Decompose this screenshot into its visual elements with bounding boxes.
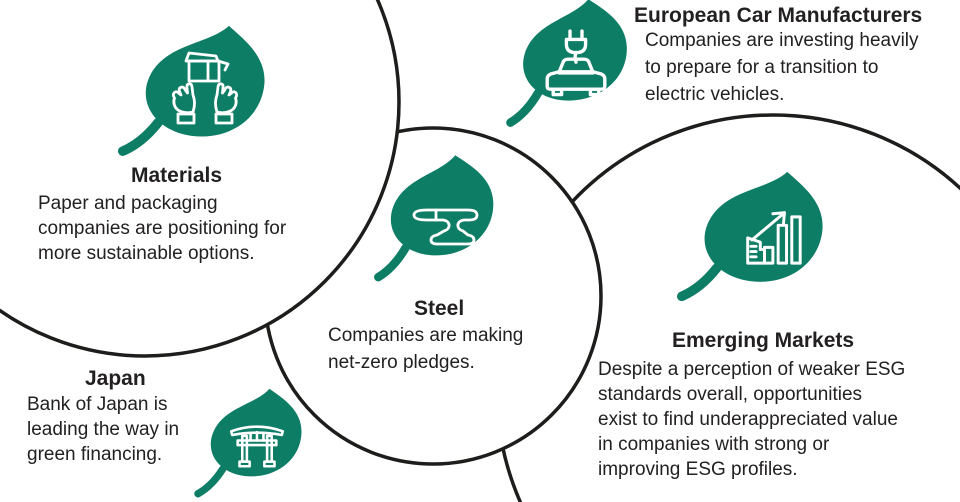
steel-description: Companies are making net-zero pledges. [328,325,524,373]
materials-title: Materials [131,164,223,187]
emerging-markets-description: Despite a perception of weaker ESG stand… [598,359,906,480]
torii-gate-icon [229,425,285,468]
left-hand [171,82,196,125]
japan-title: Japan [85,367,146,390]
japan-description: Bank of Japan is leading the way in gree… [27,394,180,465]
electric-car-icon [545,29,607,97]
european-cars-description: Companies are investing heavily to prepa… [645,30,919,105]
factory-growth-chart-icon [746,211,802,265]
european-cars-title: European Car Manufacturers [634,4,923,27]
anvil-icon [412,208,479,246]
right-hand [214,82,239,125]
materials-description: Paper and packaging companies are positi… [38,193,287,264]
box-in-hands-icon [171,51,239,125]
steel-title: Steel [414,297,465,320]
materials-circle [0,0,401,358]
emerging-markets-title: Emerging Markets [672,329,855,352]
